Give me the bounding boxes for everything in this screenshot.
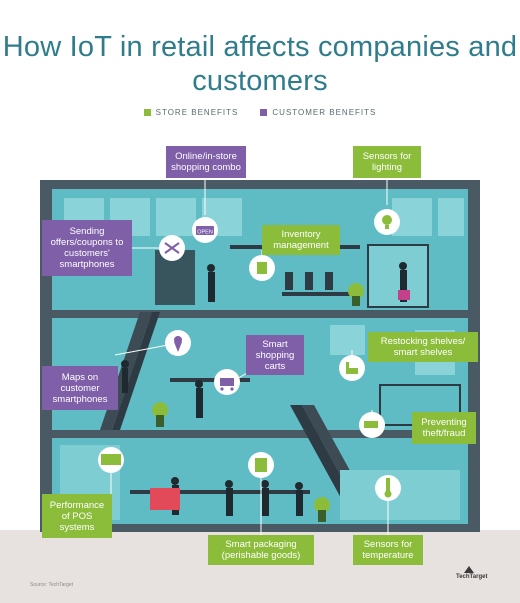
legend-customer: CUSTOMER BENEFITS (260, 108, 376, 117)
label-smart-carts: Smart shopping carts (246, 335, 304, 375)
legend-store-label: STORE BENEFITS (155, 108, 239, 117)
label-sending-offers: Sending offers/coupons to customers' sma… (42, 220, 132, 276)
open-sign-text: OPEN (197, 230, 213, 236)
customer-swatch (260, 109, 268, 116)
legend-store: STORE BENEFITS (143, 108, 239, 117)
label-restocking: Restocking shelves/ smart shelves (368, 332, 478, 362)
label-pos: Performance of POS systems (42, 494, 112, 538)
label-maps: Maps on customer smartphones (42, 366, 118, 410)
store-swatch (143, 109, 151, 116)
page-title: How IoT in retail affects companies and … (2, 31, 518, 97)
source-note: Source: TechTarget (30, 582, 73, 588)
legend-customer-label: CUSTOMER BENEFITS (272, 108, 377, 117)
techtarget-logo-icon (464, 566, 474, 573)
techtarget-logo: TechTarget (456, 574, 488, 580)
label-inventory: Inventory management (262, 225, 340, 255)
label-online-instore: Online/in-store shopping combo (166, 146, 246, 178)
label-temperature: Sensors for temperature (353, 535, 423, 565)
label-packaging: Smart packaging (perishable goods) (208, 535, 314, 565)
label-preventing: Preventing theft/fraud (412, 412, 476, 444)
legend: STORE BENEFITS CUSTOMER BENEFITS (0, 108, 520, 117)
label-sensors-lighting: Sensors for lighting (353, 146, 421, 178)
